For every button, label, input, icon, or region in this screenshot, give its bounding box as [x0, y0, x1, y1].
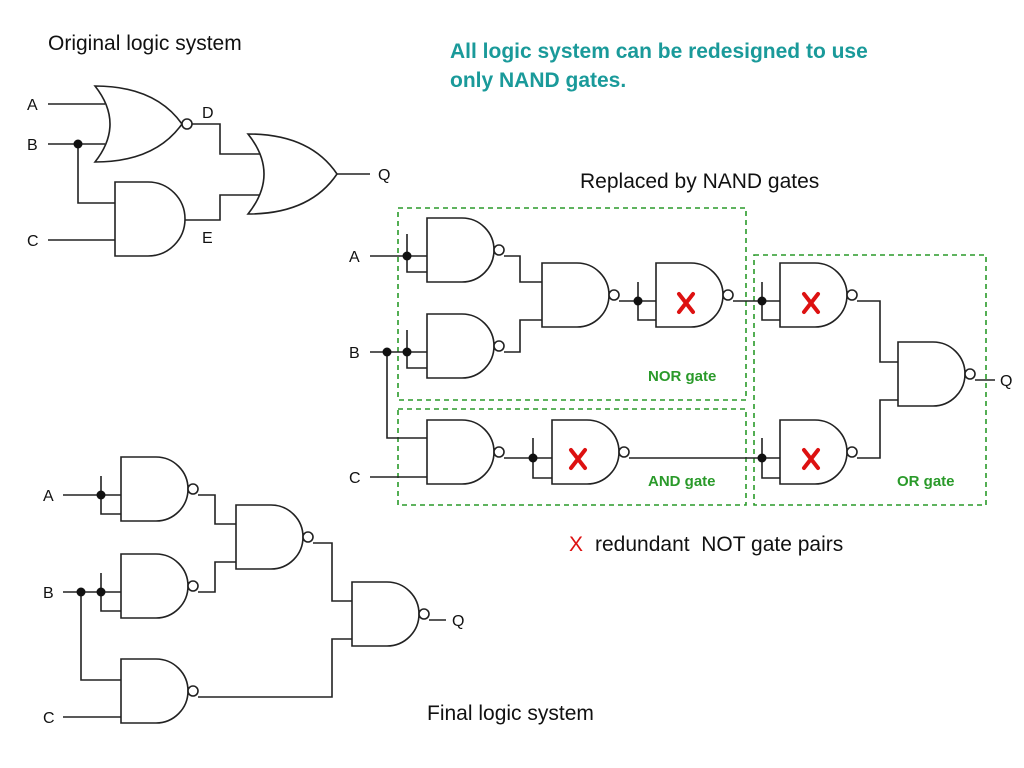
- input-label-b: B: [43, 585, 54, 602]
- junction-dot: [73, 139, 83, 149]
- junction-dot: [757, 296, 767, 306]
- and-group-box: [397, 408, 747, 506]
- nand-gate: [351, 581, 430, 647]
- input-label-a: A: [43, 488, 54, 505]
- headline-line-1: All logic system can be redesigned to us…: [450, 40, 868, 63]
- nand-gate: [235, 504, 314, 570]
- nand-gate: [120, 553, 199, 619]
- output-label-q: Q: [1000, 373, 1012, 390]
- junction-dot: [402, 251, 412, 261]
- nand-gate: [541, 262, 620, 328]
- junction-dot: [528, 453, 538, 463]
- input-label-c: C: [349, 470, 361, 487]
- input-label-b: B: [349, 345, 360, 362]
- replaced-circuit: Replaced by NAND gates: [349, 170, 1012, 506]
- nand-gate: [897, 341, 976, 407]
- input-label-c: C: [43, 710, 55, 727]
- nand-gate: [426, 313, 505, 379]
- nand-gate: [426, 419, 505, 485]
- nand-gate: [426, 217, 505, 283]
- input-label-a: A: [349, 249, 360, 266]
- nor-group-box: [397, 207, 747, 401]
- and-group-label: AND gate: [648, 473, 716, 490]
- junction-dot: [76, 587, 86, 597]
- input-label-a: A: [27, 97, 38, 114]
- input-label-b: B: [27, 137, 38, 154]
- junction-dot: [96, 490, 106, 500]
- output-label-q: Q: [378, 167, 390, 184]
- junction-dot: [633, 296, 643, 306]
- output-label-q: Q: [452, 613, 464, 630]
- junction-dot: [757, 453, 767, 463]
- legend-text: redundant NOT gate pairs: [595, 533, 843, 556]
- nand-gate: [120, 658, 199, 724]
- original-circuit: Original logic system A B C D E Q: [27, 32, 390, 257]
- final-title: Final logic system: [427, 702, 594, 725]
- or-group-box: [753, 254, 987, 506]
- nand-gate: [551, 419, 630, 485]
- or-gate: [246, 133, 338, 215]
- replaced-title: Replaced by NAND gates: [580, 170, 819, 193]
- node-label-e: E: [202, 230, 213, 247]
- final-circuit: Final logic system A B C Q: [43, 456, 594, 727]
- node-label-d: D: [202, 105, 214, 122]
- headline-line-2: only NAND gates.: [450, 69, 626, 92]
- nand-gate: [120, 456, 199, 522]
- legend: X redundant NOT gate pairs: [569, 533, 843, 556]
- headline: All logic system can be redesigned to us…: [450, 40, 874, 92]
- or-group-label: OR gate: [897, 473, 955, 490]
- original-title: Original logic system: [48, 32, 242, 55]
- junction-dot: [96, 587, 106, 597]
- and-gate: [114, 181, 186, 257]
- nor-gate: [93, 85, 193, 163]
- legend-mark: X: [569, 533, 583, 556]
- junction-dot: [402, 347, 412, 357]
- nor-group-label: NOR gate: [648, 368, 716, 385]
- junction-dot: [382, 347, 392, 357]
- input-label-c: C: [27, 233, 39, 250]
